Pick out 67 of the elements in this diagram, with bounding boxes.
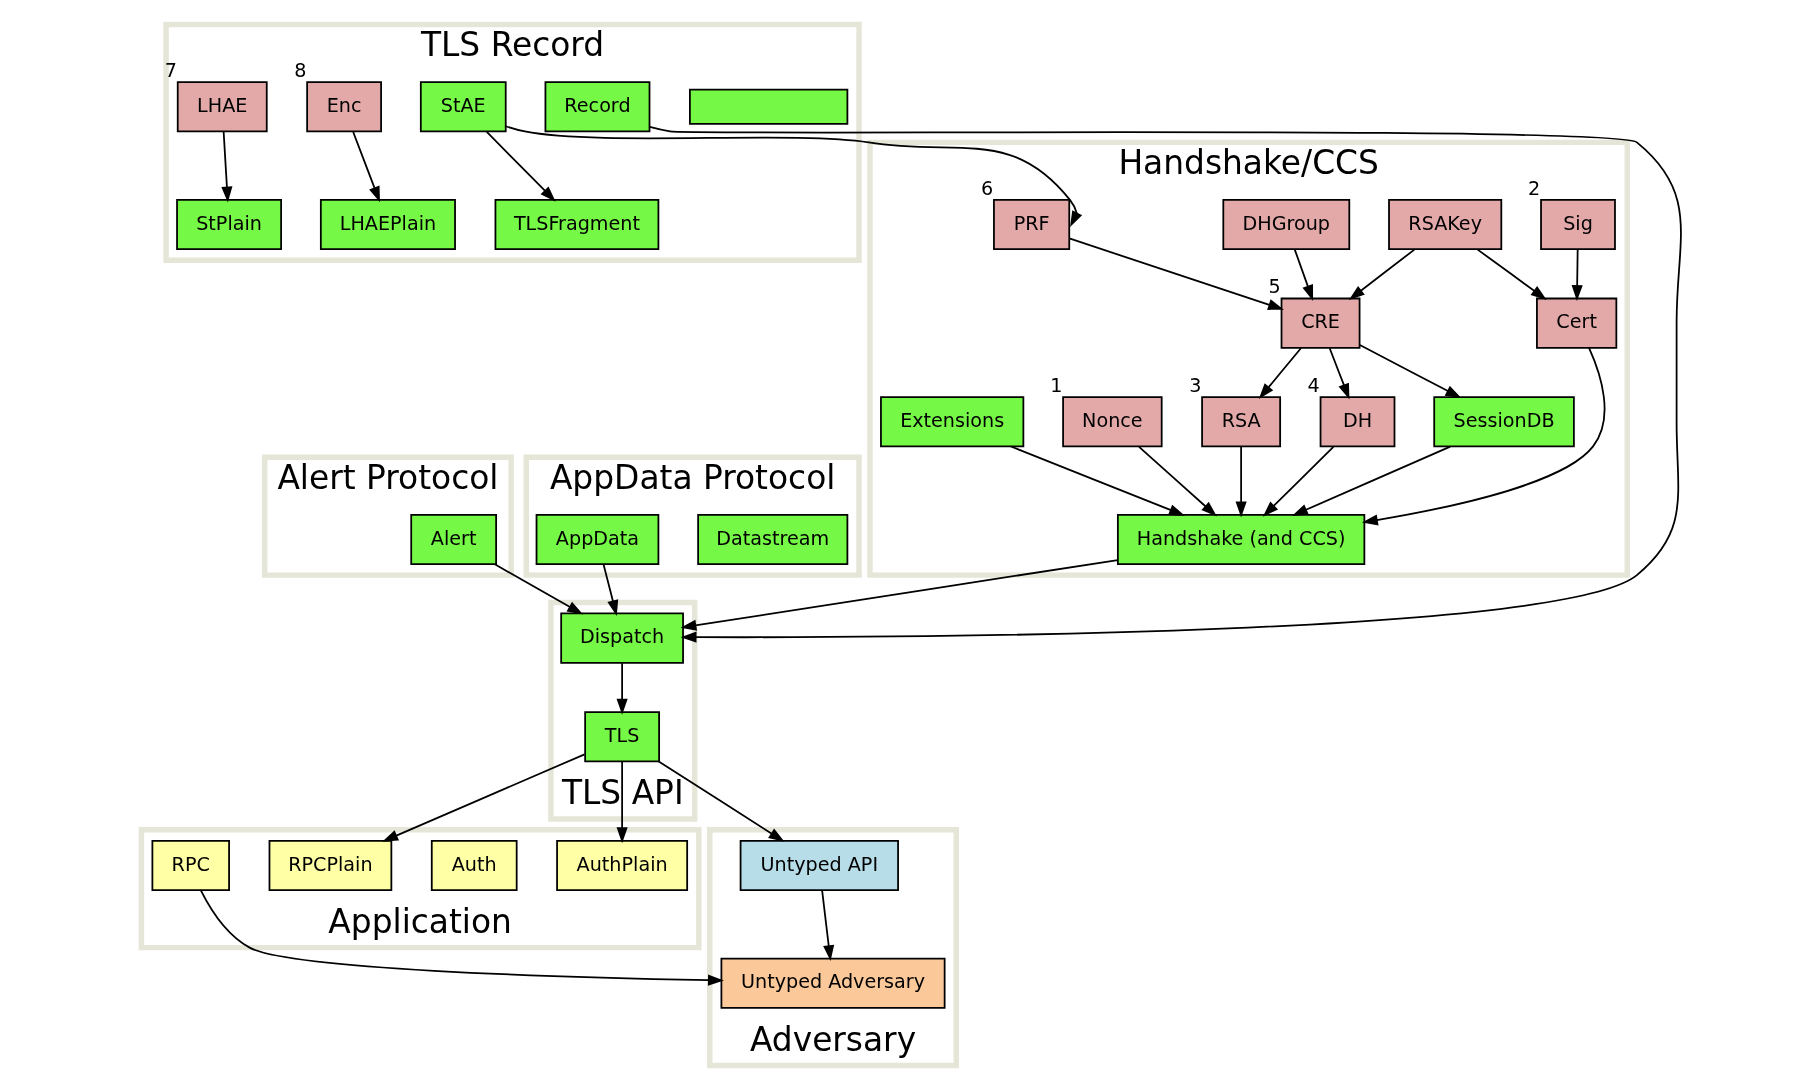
arrow xyxy=(1571,248,1583,302)
node-box: Cert xyxy=(1536,297,1618,349)
arrow xyxy=(1348,248,1416,300)
node-box: Dispatch xyxy=(560,612,684,664)
arrow xyxy=(1262,446,1335,517)
arrow xyxy=(199,889,724,986)
node-box: Handshake (and CCS) xyxy=(1116,514,1366,566)
arrow xyxy=(1068,237,1284,310)
node-box: CRE xyxy=(1280,297,1361,349)
node-box: Sig xyxy=(1540,199,1616,251)
arrow xyxy=(221,131,233,203)
arrow xyxy=(1328,347,1350,400)
arrow xyxy=(1476,248,1547,300)
node-box: AppData xyxy=(535,514,660,566)
node-box: LHAEPlain xyxy=(319,199,456,251)
arrow xyxy=(602,563,619,616)
node-box: RPCPlain xyxy=(268,839,393,891)
arrow xyxy=(494,563,584,615)
node-box: TLS xyxy=(584,711,660,763)
node-box: DHGroup xyxy=(1222,199,1351,251)
arrow xyxy=(382,753,586,842)
node-box: Untyped Adversary xyxy=(720,957,946,1009)
arrow xyxy=(680,559,1119,631)
node-label: 1 xyxy=(1050,373,1063,397)
arrow xyxy=(657,760,785,842)
arrow xyxy=(352,131,380,203)
arrow xyxy=(821,889,835,962)
node-box: RSAKey xyxy=(1388,199,1503,251)
node-box: RPC xyxy=(151,839,230,891)
node-box: TLSFragment xyxy=(494,199,660,251)
arrow xyxy=(504,125,1083,227)
arrow xyxy=(1010,445,1185,516)
node-box xyxy=(689,88,849,125)
node-box: Record xyxy=(544,81,651,133)
node-box: PRF xyxy=(993,199,1071,251)
node-box: StAE xyxy=(419,81,507,133)
node-box: Nonce xyxy=(1062,396,1163,448)
node-label: 8 xyxy=(294,58,307,82)
arrow xyxy=(1361,347,1606,526)
node-box: Auth xyxy=(430,839,518,891)
node-label: 6 xyxy=(980,176,994,200)
node-label: 5 xyxy=(1268,275,1281,299)
node-label: 3 xyxy=(1189,373,1202,397)
node-box: Extensions xyxy=(880,396,1025,448)
node-box: AuthPlain xyxy=(556,839,689,891)
node-label: 4 xyxy=(1307,373,1320,397)
node-box: Datastream xyxy=(697,514,849,566)
node-box: LHAE xyxy=(176,81,268,133)
node-box: DH xyxy=(1319,396,1396,448)
node-box: RSA xyxy=(1201,396,1282,448)
arrow xyxy=(1359,344,1462,399)
arrow xyxy=(1235,446,1247,518)
arrow xyxy=(648,126,1682,643)
arrow xyxy=(485,131,556,202)
arrow xyxy=(1258,347,1302,400)
node-box: Untyped API xyxy=(739,839,899,891)
node-box: Alert xyxy=(410,514,497,566)
node-label: 2 xyxy=(1528,176,1541,200)
arrow xyxy=(616,760,628,844)
arrow xyxy=(1138,446,1217,517)
arrow xyxy=(1291,445,1452,516)
arrow xyxy=(1293,248,1314,301)
node-box: Enc xyxy=(306,81,382,133)
node-label: 7 xyxy=(164,58,177,82)
node-box: StPlain xyxy=(176,199,282,251)
node-box: SessionDB xyxy=(1433,396,1575,448)
arrow xyxy=(616,662,628,715)
